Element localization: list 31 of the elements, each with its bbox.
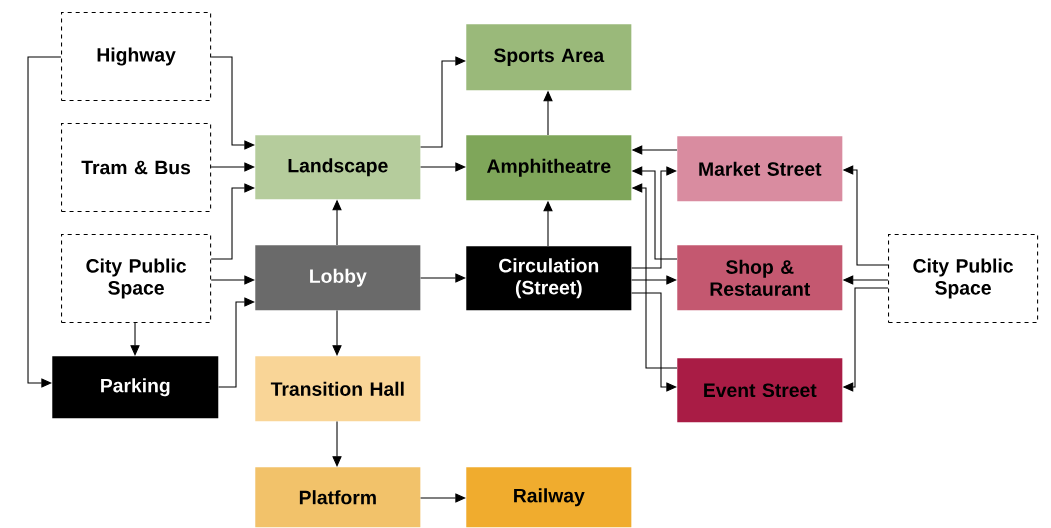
arrow [332, 310, 342, 356]
process-box: Landscape [255, 135, 421, 200]
process-box: Transition Hall [255, 356, 421, 422]
arrow [420, 56, 466, 148]
arrow [420, 273, 466, 283]
process-box: Platform [255, 467, 421, 528]
arrow [210, 275, 255, 285]
process-box: Lobby [255, 245, 421, 311]
arrow [631, 275, 677, 285]
dashed-box: Highway [61, 12, 212, 102]
process-box: Sports Area [466, 24, 632, 91]
process-box: Railway [466, 467, 632, 528]
arrow [218, 297, 255, 388]
arrow [332, 421, 342, 467]
arrow [130, 322, 140, 356]
arrow [210, 162, 255, 172]
arrow [210, 56, 255, 150]
dashed-box: City Public Space [888, 234, 1039, 324]
arrow [631, 292, 677, 392]
arrow [420, 493, 466, 503]
process-box: Event Street [677, 358, 843, 423]
arrow [27, 56, 62, 388]
arrow [210, 183, 255, 260]
process-box: Circulation (Street) [466, 246, 632, 311]
process-box: Amphitheatre [466, 135, 632, 201]
arrow [420, 162, 466, 172]
process-box: Shop & Restaurant [677, 245, 843, 311]
dashed-box: City Public Space [61, 234, 212, 324]
process-box: Market Street [677, 136, 843, 202]
dashed-box: Tram & Bus [61, 123, 212, 213]
process-box: Parking [52, 356, 219, 419]
